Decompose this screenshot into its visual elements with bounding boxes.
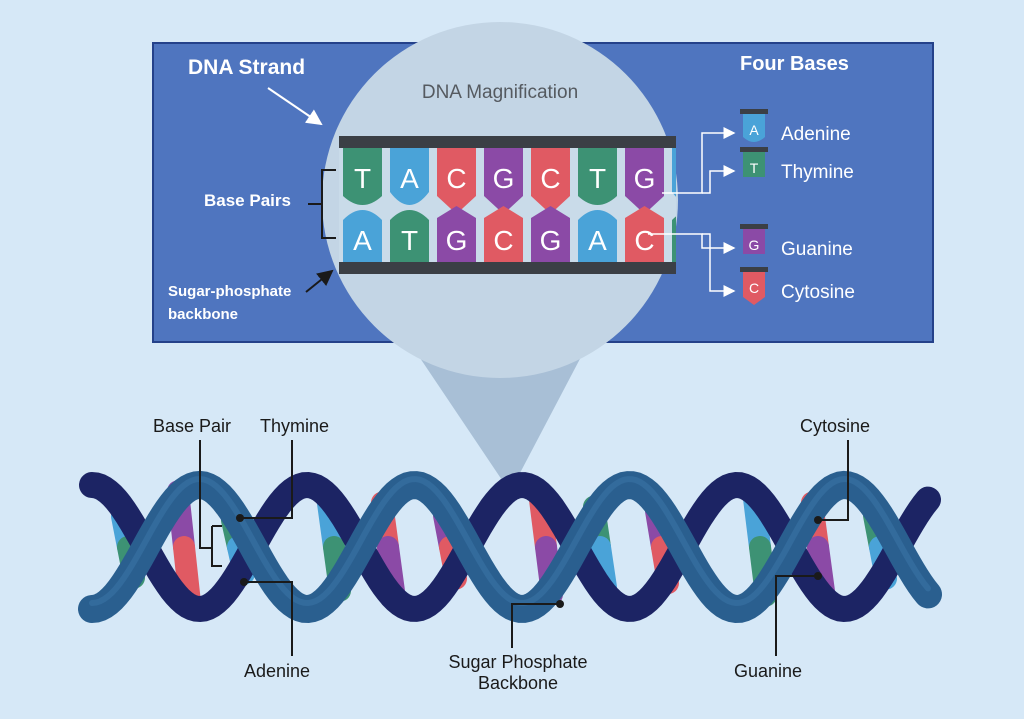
sugar-phosphate-dot [556,600,564,608]
strip-bottom-letter: C [493,225,513,256]
strip-bottom-base-T [672,216,676,262]
legend-connector-bottom2 [702,233,736,297]
four-bases-title: Four Bases [740,53,849,75]
strip-cell [668,148,676,262]
strip-top-base-C [531,148,570,214]
strip-bottom-letter: G [540,225,562,256]
strip-top-letter: C [446,163,466,194]
backbone-arrow [305,269,334,293]
dna-strand-arrow [267,87,323,126]
legend-item-cytosine: C Cytosine [740,267,855,305]
double-helix [78,470,942,624]
label-cytosine: Cytosine [800,416,870,436]
label-guanine: Guanine [734,661,802,681]
strip-top-backbone [339,136,676,148]
strip-bottom-base-T [390,210,429,262]
sugar-phosphate-leader [511,603,560,648]
strip-top-letter: A [400,163,419,194]
strip-bottom-letter: A [588,225,607,256]
strip-bottom-base-A [578,210,617,262]
strip-bottom-letter: C [634,225,654,256]
helix-annotations: Base Pair Thymine Adenine Sugar Phosphat… [153,416,870,693]
base-pairs-bracket [308,169,336,239]
strip-top-letter: T [354,163,371,194]
legend-connector-top [662,127,736,194]
backbone-label-line2: backbone [168,306,238,323]
strip-bottom-letter: T [401,225,418,256]
strip-bottom-base-A [343,210,382,262]
strip-top-letter: C [540,163,560,194]
label-thymine: Thymine [260,416,329,436]
legend-connector-top2 [702,165,736,194]
cytosine-leader [818,440,849,521]
base-pair-strip: TAATCGGCCGTAGCAT [339,136,676,274]
strip-top-letter: G [634,163,656,194]
strip-top-letter: T [589,163,606,194]
label-sugar-phosphate-1: Sugar Phosphate [448,652,587,672]
strip-top-base-A [390,148,429,205]
adenine-leader [244,581,293,656]
base-pairs-label: Base Pairs [204,191,291,210]
adenine-dot [240,578,248,586]
legend-swatch-T [743,152,765,177]
strip-bottom-base-G [437,206,476,262]
thymine-dot [236,514,244,522]
legend-name: Thymine [781,162,854,183]
strip-top-base-T [343,148,382,205]
legend-letter: C [749,280,759,296]
strip-top-base-G [625,148,664,214]
legend-connector-bottom [648,233,736,254]
label-adenine: Adenine [244,661,310,681]
strip-bottom-letter: G [446,225,468,256]
strip-top-base-G [484,148,523,214]
legend-item-guanine: G Guanine [740,224,853,260]
legend-name: Cytosine [781,282,855,303]
thymine-leader [240,440,293,519]
helix-strand-highlight [89,475,931,607]
legend-letter: A [749,122,759,138]
legend-name: Guanine [781,239,853,260]
strip-bottom-base-C [484,206,523,262]
legend-swatch-A [743,114,765,142]
label-base-pair: Base Pair [153,416,231,436]
strip-top-base-T [578,148,617,205]
strip-top-letter: G [493,163,515,194]
strip-top-base-C [437,148,476,214]
legend-name: Adenine [781,124,851,145]
strip-bottom-base-C [625,206,664,262]
cytosine-dot [814,516,822,524]
backbone-label-line1: Sugar-phosphate [168,283,291,300]
dna-strand-label: DNA Strand [188,56,305,79]
base-pair-bracket [199,440,222,567]
magnification-title: DNA Magnification [422,82,578,103]
guanine-dot [814,572,822,580]
legend-item-adenine: A Adenine [740,109,851,145]
strip-bottom-letter: A [353,225,372,256]
strip-bottom-backbone [339,262,676,274]
legend-swatch-G [743,229,765,254]
guanine-leader [775,575,818,656]
magnifier-cone [418,355,582,492]
legend-swatch-C [743,272,765,305]
legend-letter: G [749,237,760,253]
strip-top-base-A [672,148,676,197]
legend-letter: T [750,160,759,176]
label-sugar-phosphate-2: Backbone [478,673,558,693]
strip-bottom-base-G [531,206,570,262]
legend-item-thymine: T Thymine [740,147,854,183]
